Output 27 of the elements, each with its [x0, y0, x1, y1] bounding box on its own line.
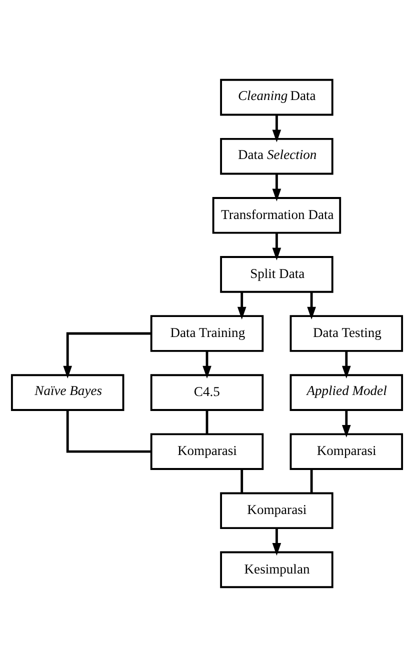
arrow [272, 114, 282, 142]
node-box: Cleaning Data [220, 78, 334, 116]
node-box: Komparasi [150, 432, 264, 470]
node-box: Data Training [150, 314, 264, 352]
arrow [63, 332, 152, 378]
arrow [272, 232, 282, 260]
arrow [272, 174, 282, 201]
connector [240, 468, 244, 492]
node-box: Kesimpulan [220, 550, 334, 588]
node-box: Data Selection [220, 137, 334, 174]
connector [310, 468, 313, 492]
arrow [202, 350, 212, 378]
node-box: Komparasi [290, 432, 404, 470]
node-box: Data Testing [290, 314, 404, 352]
node-box: C4.5 [150, 374, 264, 410]
arrow [342, 350, 351, 378]
connector [206, 410, 208, 434]
arrow [272, 528, 282, 556]
node-box: Transformation Data [212, 196, 342, 234]
node-box: Komparasi [220, 492, 334, 529]
arrow [237, 292, 246, 319]
node-box: Split Data [220, 256, 334, 292]
arrow [342, 410, 351, 438]
node-box: Applied Model [290, 374, 404, 410]
connector [66, 410, 152, 452]
node-box: Naïve Bayes [10, 374, 124, 410]
arrow [307, 292, 316, 319]
